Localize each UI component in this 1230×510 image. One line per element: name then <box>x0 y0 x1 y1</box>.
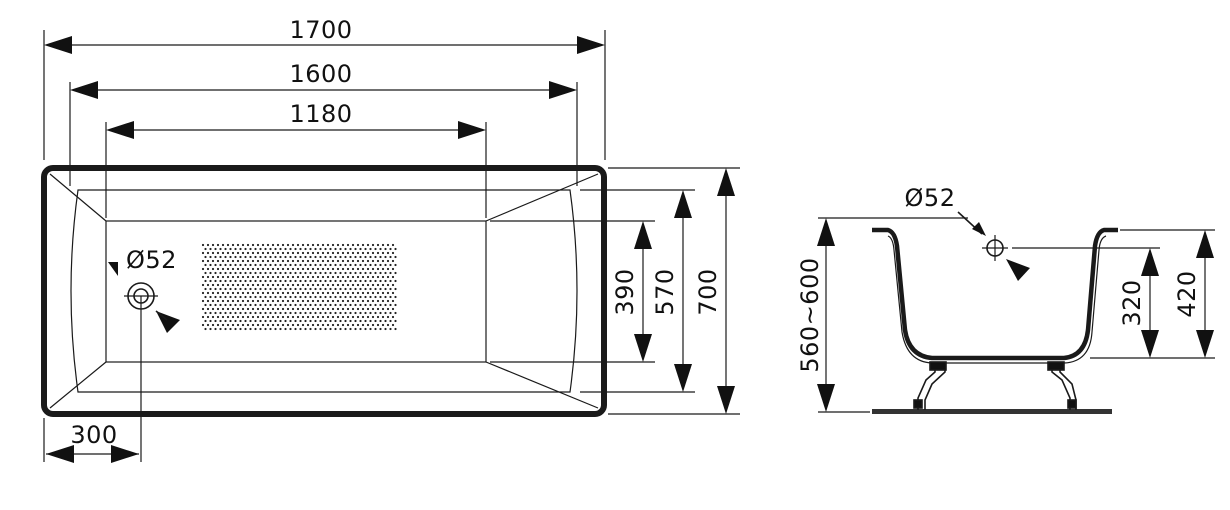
plan-inner-length-label: 1600 <box>289 60 352 88</box>
plan-overall-width-label: 700 <box>694 268 722 315</box>
tub-inner-basin <box>70 189 578 393</box>
dim-line-300 <box>43 418 139 463</box>
overflow-icon <box>957 211 1030 281</box>
tub-side-shell <box>872 227 1118 361</box>
tub-side-shell-inner <box>887 235 1107 364</box>
floor-base <box>872 409 1112 414</box>
plan-overall-length-label: 1700 <box>289 16 352 44</box>
plan-inner-width-label: 570 <box>651 268 679 315</box>
drain-icon <box>108 262 180 462</box>
dim-line-320 <box>1141 248 1159 358</box>
tub-feet <box>913 361 1077 410</box>
side-overflow-height-label: 320 <box>1118 279 1146 326</box>
width-extension-lines <box>490 167 740 415</box>
side-overflow-diameter-label: Ø52 <box>905 184 956 212</box>
dim-line-390 <box>634 221 652 362</box>
plan-view: Ø52 1700 1600 1180 <box>41 16 740 463</box>
plan-bottom-width-label: 390 <box>611 268 639 315</box>
side-total-height-label: 560~600 <box>796 257 824 372</box>
plan-drain-diameter-label: Ø52 <box>126 246 177 274</box>
tub-bottom-area <box>105 220 487 363</box>
corner-lines <box>49 173 599 409</box>
anti-slip-pattern <box>201 243 397 331</box>
tub-outer-rim <box>41 165 607 417</box>
plan-bottom-length-label: 1180 <box>289 100 352 128</box>
side-tub-depth-label: 420 <box>1173 270 1201 317</box>
dim-line-1600 <box>69 81 578 186</box>
dim-line-570 <box>674 190 692 392</box>
dim-line-560-600 <box>817 218 835 412</box>
side-view: Ø52 560~600 320 420 <box>796 184 1215 414</box>
dim-line-1700 <box>43 30 606 160</box>
dim-line-420 <box>1196 230 1214 358</box>
dim-line-1180 <box>105 121 487 218</box>
side-extension-lines <box>818 217 1215 413</box>
plan-drain-offset-label: 300 <box>70 421 117 449</box>
dim-line-700 <box>717 168 735 414</box>
